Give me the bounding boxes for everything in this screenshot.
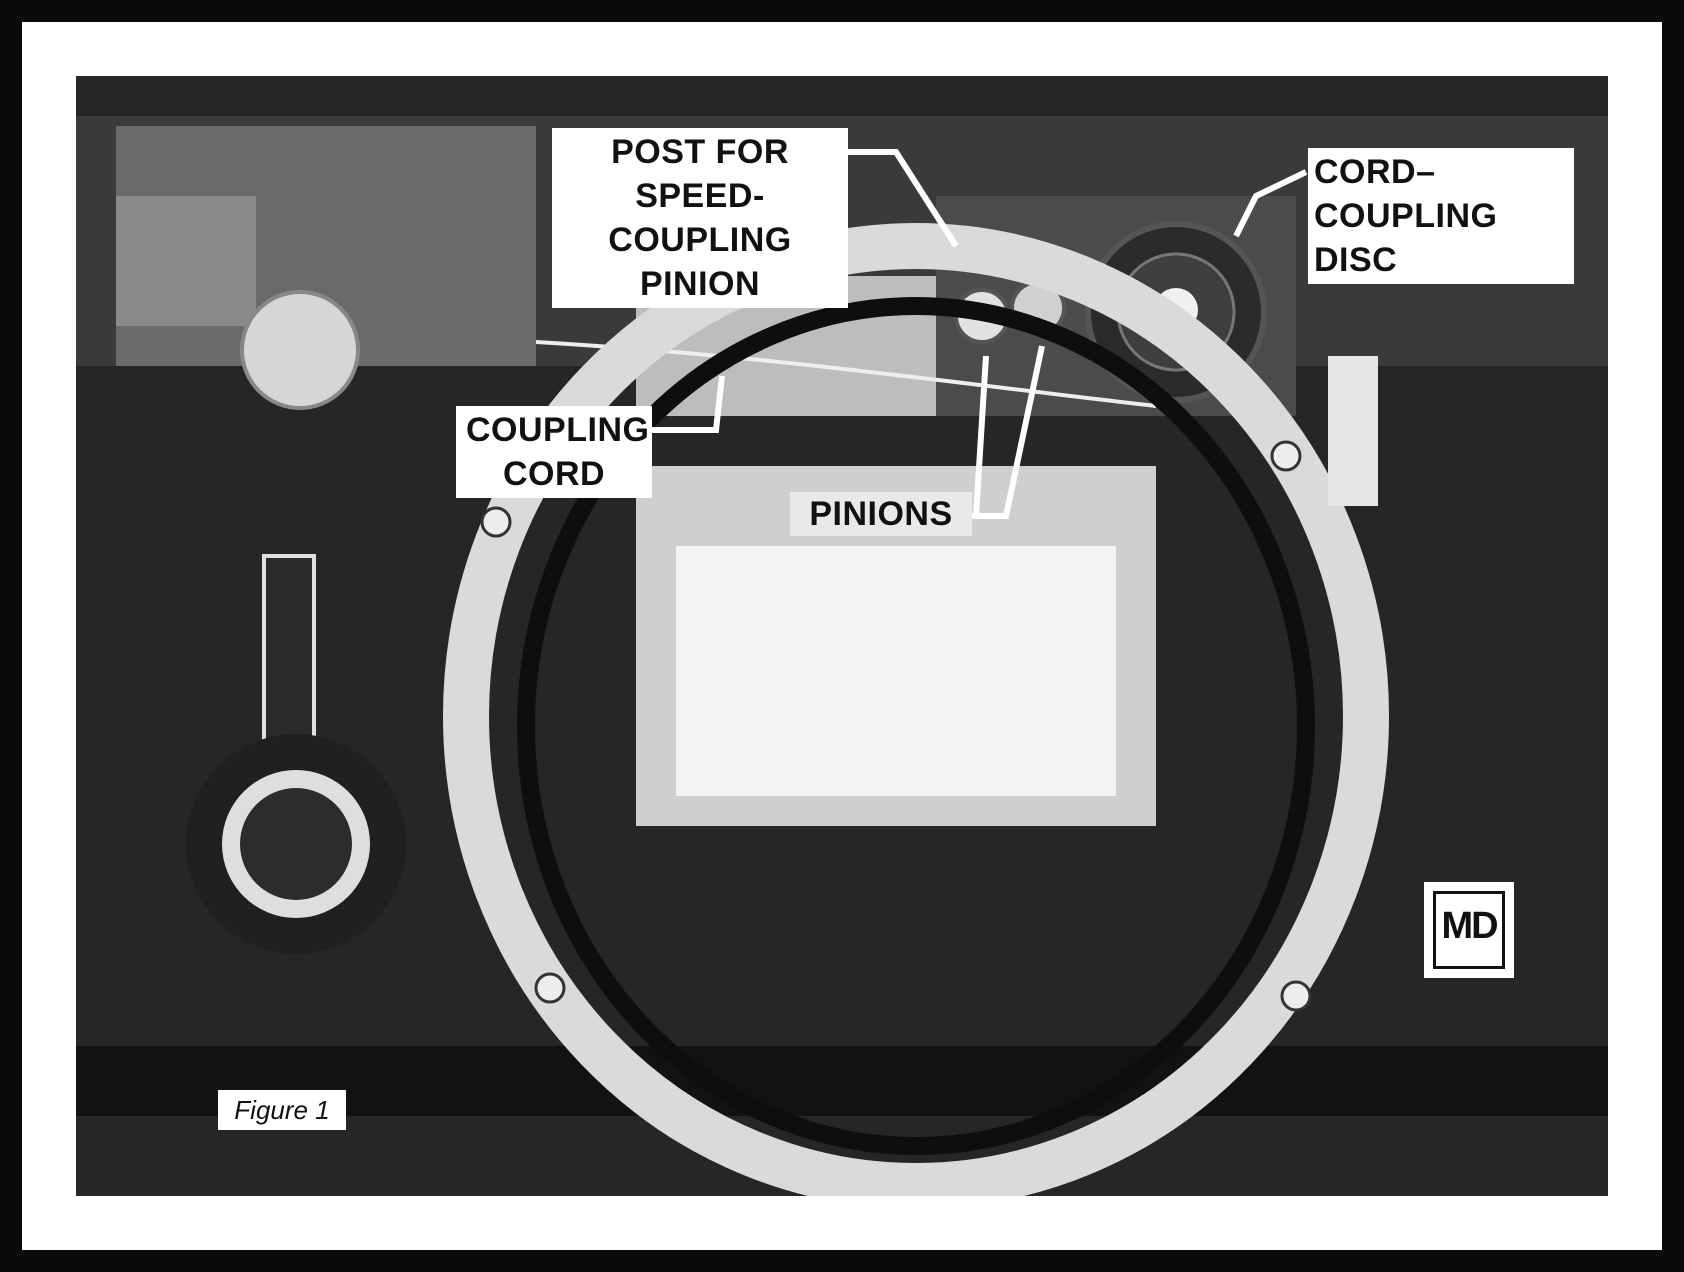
arrow-cord-disc [1233,169,1308,238]
camera-photo: POST FOR SPEED-COUPLING PINION CORD– COU… [76,76,1608,1196]
label-coupling-cord-line-2: CORD [502,455,606,493]
md-badge: MD [1424,882,1514,978]
label-cord-disc-line-3: DISC [1314,241,1398,279]
label-post-line-1: POST FOR [611,133,789,171]
arrow-post [836,149,959,248]
label-cord-disc-line-2: COUPLING [1314,197,1498,235]
gear-stack [116,196,256,326]
side-lever [1328,356,1378,506]
mount-screw [480,506,512,538]
mirror [676,546,1116,796]
label-coupling-cord: COUPLING CORD [456,406,652,498]
label-coupling-cord-line-1: COUPLING [466,411,650,449]
figure-frame: POST FOR SPEED-COUPLING PINION CORD– COU… [22,22,1662,1250]
winding-knob [240,290,360,410]
lens-mount-ring [443,223,1389,1196]
label-post-line-2: SPEED-COUPLING [608,177,792,259]
label-post-line-3: PINION [639,265,761,303]
label-pinions: PINIONS [790,492,972,536]
mount-screw [534,972,566,1004]
label-cord-disc-line-1: CORD– [1314,153,1436,191]
self-timer-center [240,788,352,900]
label-cord-coupling-disc: CORD– COUPLING DISC [1308,148,1574,284]
md-badge-text: MD [1433,891,1505,969]
lens-mount-inner [517,297,1315,1155]
mount-screw [1280,980,1312,1012]
self-timer-stem [262,554,316,758]
mount-screw [1270,440,1302,472]
label-post-for-speed-coupling-pinion: POST FOR SPEED-COUPLING PINION [552,128,848,308]
figure-caption: Figure 1 [218,1090,346,1130]
arrow-coupling-cord [632,375,725,433]
